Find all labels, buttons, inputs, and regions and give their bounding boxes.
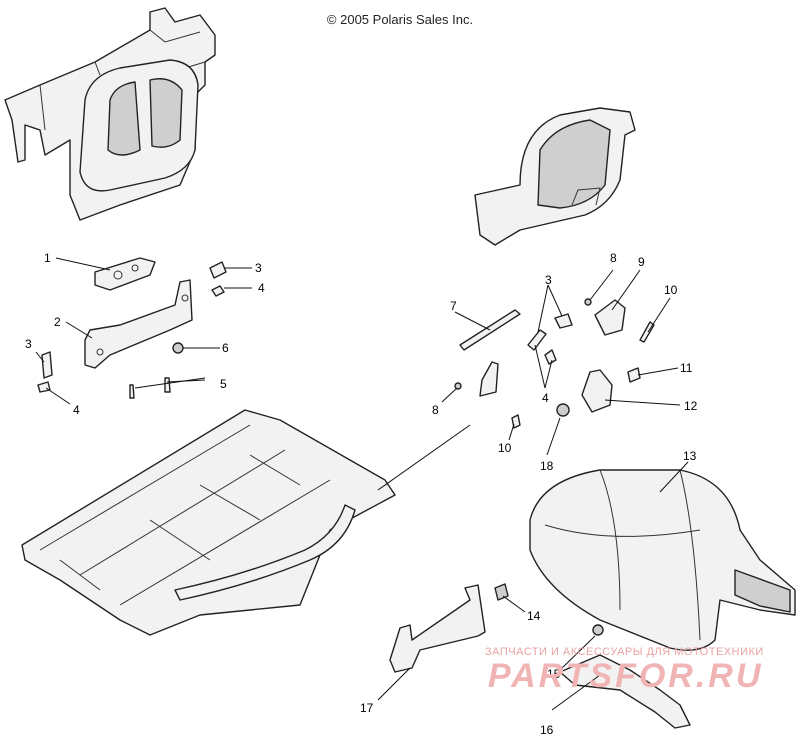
latch-plate-illustration — [94, 257, 156, 291]
seat-cushion-illustration — [529, 469, 796, 651]
callout-3: 3 — [545, 273, 552, 287]
callout-16: 16 — [540, 723, 554, 737]
callout-12: 12 — [684, 399, 698, 413]
callout-5: 5 — [220, 377, 227, 391]
callout-3: 3 — [25, 337, 32, 351]
callout-2: 2 — [54, 315, 61, 329]
callout-3: 3 — [255, 261, 262, 275]
callout-4: 4 — [258, 281, 265, 295]
callout-11: 11 — [680, 361, 693, 375]
callout-9: 9 — [638, 255, 645, 269]
seat-base-frame-illustration — [21, 409, 396, 636]
callout-15: 15 — [547, 667, 561, 681]
backrest-cushion-illustration — [79, 59, 199, 192]
callout-17: 17 — [360, 701, 374, 715]
seat-support-illustration — [389, 583, 509, 673]
callout-labels: 1 2 3 3 3 4 4 4 5 6 7 8 8 9 10 10 11 12 … — [25, 251, 698, 737]
callout-10: 10 — [498, 441, 512, 455]
callout-14: 14 — [527, 609, 541, 623]
copyright-text: © 2005 Polaris Sales Inc. — [326, 12, 474, 27]
backrest-pad-illustration — [474, 107, 636, 246]
callout-4: 4 — [542, 391, 549, 405]
callout-7: 7 — [450, 299, 457, 313]
callout-8: 8 — [610, 251, 617, 265]
watermark-logo-text: PARTSFOR.RU — [488, 657, 764, 695]
callout-13: 13 — [683, 449, 697, 463]
callout-18: 18 — [540, 459, 554, 473]
seat-strap-illustration — [559, 624, 691, 729]
callout-8: 8 — [432, 403, 439, 417]
callout-1: 1 — [44, 251, 51, 265]
watermark-tagline: ЗАПЧАСТИ И АКСЕССУАРЫ ДЛЯ МОТОТЕХНИКИ — [485, 646, 764, 658]
callout-6: 6 — [222, 341, 229, 355]
fastener-small-parts-left — [37, 261, 227, 399]
callout-10: 10 — [664, 283, 678, 297]
callout-4: 4 — [73, 403, 80, 417]
leader-lines — [35, 257, 689, 711]
latch-hardware-right — [454, 298, 655, 429]
mounting-bracket-illustration — [84, 279, 193, 369]
